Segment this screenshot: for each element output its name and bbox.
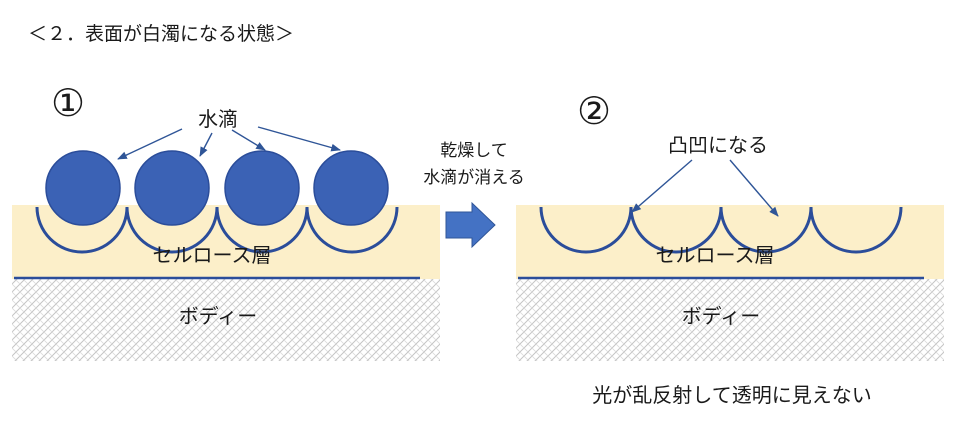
transition-arrow: [445, 201, 496, 249]
callout-arrow: [729, 159, 779, 217]
panel-1: ① 水滴 セルロース層 ボディー: [12, 81, 440, 361]
water-droplet: [224, 150, 300, 226]
cellulose-layer-label: セルロース層: [656, 243, 775, 267]
water-droplet: [313, 150, 389, 226]
page-title: ＜２．表面が白濁になる状態＞: [28, 23, 294, 45]
callout-arrow: [199, 132, 213, 157]
cellulose-layer: [516, 205, 944, 279]
water-droplet-label: 水滴: [198, 107, 238, 131]
cup-surface-outline: [35, 206, 399, 254]
panel-2: ② 凸凹になる セルロース層 ボディー 光が乱反射して透明に見えない: [516, 89, 944, 407]
body-layer: [516, 279, 944, 361]
result-caption: 光が乱反射して透明に見えない: [592, 383, 871, 407]
callout-arrow: [231, 129, 266, 151]
uneven-surface-outline: [539, 206, 903, 254]
water-droplet: [134, 150, 210, 226]
uneven-label: 凸凹になる: [668, 133, 768, 157]
panel-2-number: ②: [577, 89, 611, 133]
water-droplet: [45, 150, 121, 226]
callout-arrow: [117, 128, 183, 160]
callout-arrow: [631, 159, 693, 213]
transition-text-line-2: 水滴が消える: [423, 168, 525, 188]
body-label: ボディー: [179, 304, 258, 328]
transition-text-line-1: 乾燥して: [440, 141, 508, 161]
transition: 乾燥して 水滴が消える: [423, 141, 525, 249]
cellulose-layer-label: セルロース層: [153, 243, 272, 267]
callout-arrow: [257, 126, 341, 152]
body-label: ボディー: [682, 304, 761, 328]
panel-1-number: ①: [51, 81, 85, 125]
body-layer: [12, 279, 440, 361]
